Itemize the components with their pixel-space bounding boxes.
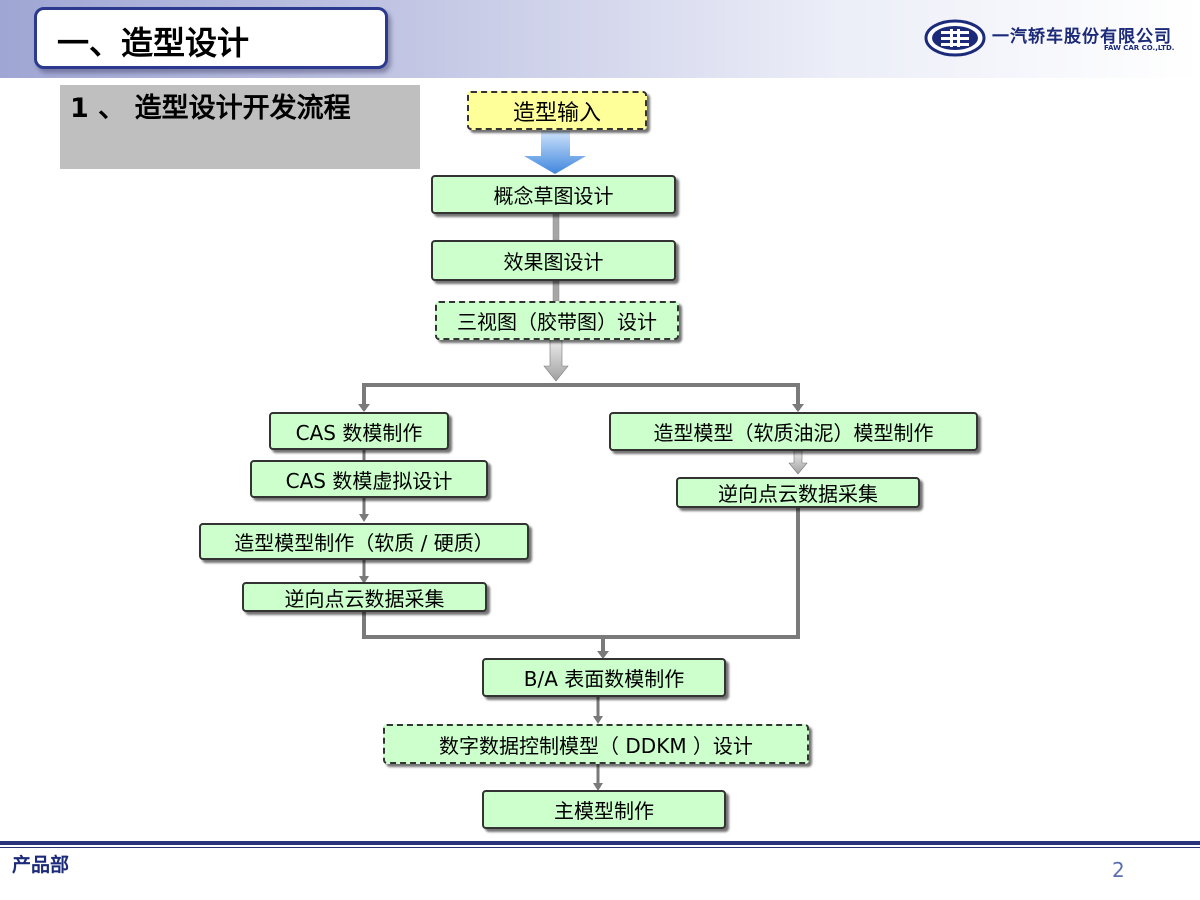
node-clay-model: 造型模型（软质油泥）模型制作	[609, 412, 978, 451]
bottom-arrowheads	[593, 716, 603, 791]
node-cas-virtual: CAS 数模虚拟设计	[250, 460, 488, 498]
node-physical-model-label: 造型模型制作（软质 / 硬质）	[234, 531, 494, 555]
node-master-model-label: 主模型制作	[554, 799, 654, 823]
node-clay-model-label: 造型模型（软质油泥）模型制作	[653, 421, 934, 445]
split-connector	[362, 383, 800, 410]
faw-emblem-icon	[924, 19, 986, 57]
node-point-cloud-right: 逆向点云数据采集	[676, 477, 920, 508]
merge-arrowhead	[597, 651, 609, 659]
node-ddkm-label: 数字数据控制模型（ DDKM ）设计	[439, 733, 753, 758]
subtitle: 1 、 造型设计开发流程	[70, 93, 351, 124]
node-physical-model: 造型模型制作（软质 / 硬质）	[199, 523, 529, 560]
split-arrowheads	[358, 404, 804, 412]
left-branch-arrowheads	[359, 514, 369, 584]
merge-connector	[362, 508, 800, 653]
node-cas-model: CAS 数模制作	[269, 412, 449, 450]
footer-divider-thin	[0, 847, 1200, 848]
node-rendering-label: 效果图设计	[503, 250, 604, 274]
node-point-cloud-left: 逆向点云数据采集	[242, 582, 487, 612]
footer-divider	[0, 841, 1200, 845]
page-number: 2	[1112, 858, 1125, 882]
node-input: 造型输入	[467, 91, 647, 130]
node-master-model: 主模型制作	[482, 790, 726, 829]
node-concept-sketch-label: 概念草图设计	[493, 184, 614, 208]
section-title-box: 一、造型设计	[34, 7, 388, 69]
node-cas-virtual-label: CAS 数模虚拟设计	[285, 468, 453, 493]
node-cas-model-label: CAS 数模制作	[295, 420, 423, 445]
node-ba-surface-label: B/A 表面数模制作	[523, 667, 685, 691]
node-three-view-label: 三视图（胶带图）设计	[457, 310, 657, 334]
section-title: 一、造型设计	[57, 24, 250, 62]
node-concept-sketch: 概念草图设计	[431, 175, 676, 214]
company-name-en: FAW CAR CO.,LTD.	[1104, 44, 1175, 52]
node-input-label: 造型输入	[512, 100, 601, 126]
subtitle-box: 1 、 造型设计开发流程	[60, 85, 420, 169]
node-ba-surface: B/A 表面数模制作	[482, 658, 726, 697]
three-view-down-arrow	[543, 339, 569, 382]
company-logo: 一汽轿车股份有限公司 FAW CAR CO.,LTD.	[920, 18, 1190, 62]
right-branch-down-arrow	[788, 450, 808, 475]
node-point-cloud-right-label: 逆向点云数据采集	[718, 482, 878, 506]
company-name: 一汽轿车股份有限公司	[992, 27, 1172, 47]
node-ddkm: 数字数据控制模型（ DDKM ）设计	[383, 724, 809, 764]
node-rendering: 效果图设计	[431, 240, 676, 281]
footer-department: 产品部	[12, 854, 70, 876]
node-three-view: 三视图（胶带图）设计	[435, 301, 679, 340]
input-down-arrow	[524, 131, 586, 174]
node-point-cloud-left-label: 逆向点云数据采集	[284, 586, 445, 611]
